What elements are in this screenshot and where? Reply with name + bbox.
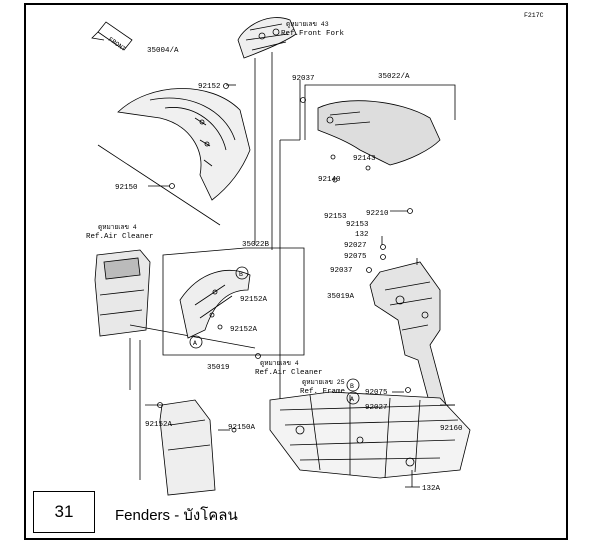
frame-structure [269, 391, 471, 479]
label-ref-frame: Ref. Frame [300, 388, 345, 396]
label-92027-b: 92027 [365, 404, 388, 412]
label-ref-front-fork: Ref.Front Fork [281, 30, 345, 38]
rear-subframe [369, 261, 447, 421]
marker-b-circle-2 [346, 378, 360, 392]
label-92037-b: 92037 [330, 267, 353, 275]
label-92027-a: 92027 [344, 242, 367, 250]
section-number: 31 [54, 502, 74, 521]
label-ref-air-cleaner-th-1: ดูหมายเลข 4 [98, 224, 137, 231]
inner-fender [179, 269, 251, 339]
marker-a-circle [189, 335, 203, 349]
rear-fender [317, 100, 441, 166]
label-92160: 92160 [440, 425, 463, 433]
label-92152a-1: 92152A [240, 296, 268, 304]
label-ref-air-cleaner-1: Ref.Air Cleaner [86, 233, 154, 241]
label-92075-a: 92075 [344, 253, 367, 261]
label-92075-b: 92075 [365, 389, 388, 397]
marker-a-circle-2 [346, 391, 360, 405]
label-132a: 132A [422, 485, 441, 493]
label-ref-air-cleaner-2: Ref.Air Cleaner [255, 369, 323, 377]
label-92152a-3: 92152A [145, 421, 173, 429]
label-ref-air-cleaner-th-2: ดูหมายเลข 4 [260, 360, 299, 367]
label-92152a-2: 92152A [230, 326, 258, 334]
air-cleaner-box [94, 249, 151, 337]
front-arrow-icon [91, 21, 133, 51]
front-fork-bracket [237, 17, 297, 59]
label-ref-front-fork-th: ดูหมายเลข 43 [286, 21, 329, 28]
label-35019: 35019 [207, 364, 230, 372]
label-ref-frame-th: ดูหมายเลข 25 [302, 379, 345, 386]
mud-flap [159, 399, 216, 496]
label-92150-left: 92150 [115, 184, 138, 192]
marker-a-text-2: A [350, 396, 354, 403]
front-fender [117, 88, 251, 201]
label-35022a: 35022/A [378, 73, 410, 81]
label-92150a: 92150A [228, 424, 256, 432]
label-92140: 92140 [318, 176, 341, 184]
page-title: Fenders - บังโคลน [115, 507, 238, 524]
marker-b-circle [235, 266, 249, 280]
diagram-code: F217C [524, 12, 544, 19]
label-132: 132 [355, 231, 369, 239]
marker-b-text: B [239, 271, 243, 278]
label-92210: 92210 [366, 210, 389, 218]
section-number-box: 31 [33, 491, 95, 533]
marker-b-text-2: B [350, 383, 354, 390]
label-92153-b: 92153 [346, 221, 369, 229]
label-35019a: 35019A [327, 293, 355, 301]
label-92143: 92143 [353, 155, 376, 163]
label-35022b: 35022B [242, 241, 270, 249]
label-35004: 35004/A [147, 47, 179, 55]
label-92152-top: 92152 [198, 83, 221, 91]
label-92037-top: 92037 [292, 75, 315, 83]
marker-a-text: A [193, 340, 197, 347]
label-92153-a: 92153 [324, 213, 347, 221]
